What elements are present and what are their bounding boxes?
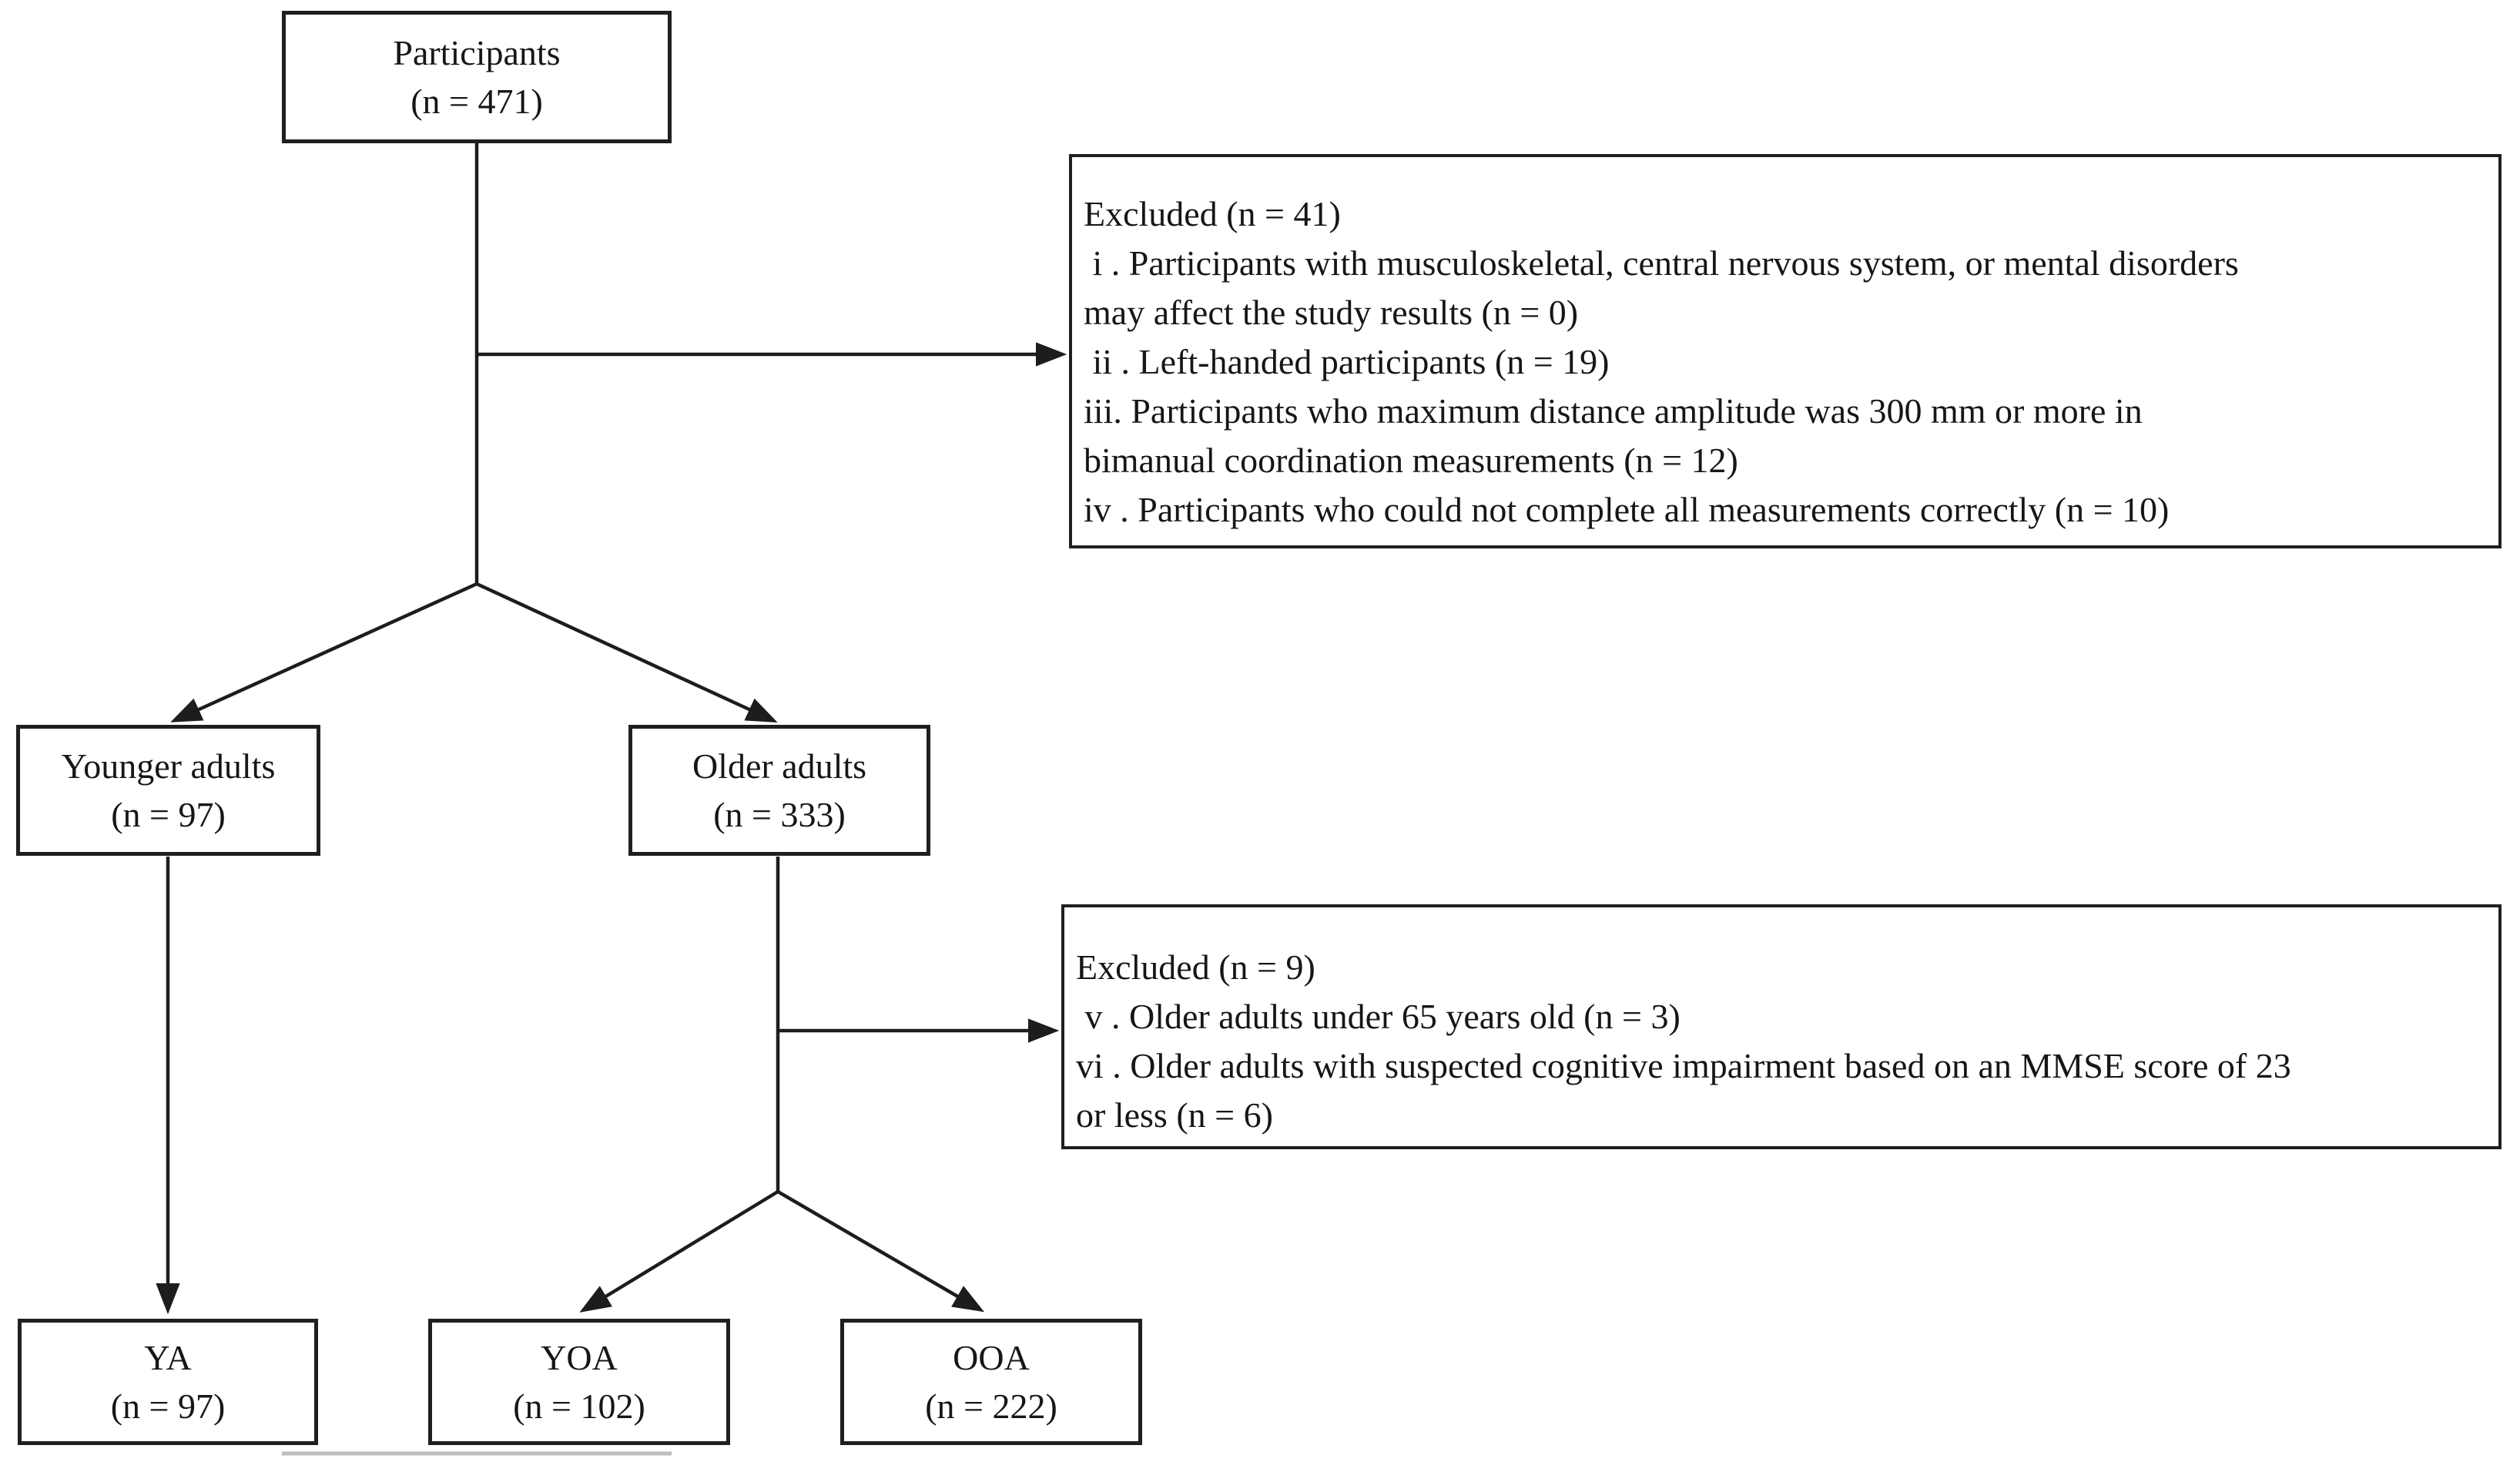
node-participants: Participants (n = 471) xyxy=(282,11,672,143)
node-yoa: YOA (n = 102) xyxy=(428,1319,730,1445)
node-ya: YA (n = 97) xyxy=(18,1319,318,1445)
arrow-split-to-older-adults xyxy=(476,582,778,723)
node-label: Participants xyxy=(393,33,561,72)
node-count: (n = 222) xyxy=(925,1387,1057,1426)
node-label: YOA xyxy=(541,1338,618,1377)
exclusion-line: may affect the study results (n = 0) xyxy=(1084,293,1579,332)
node-label: OOA xyxy=(953,1338,1030,1377)
node-count: (n = 471) xyxy=(411,82,543,121)
node-label: YA xyxy=(144,1338,192,1377)
exclusion-line: bimanual coordination measurements (n = … xyxy=(1084,441,1738,480)
exclusion-line: iii. Participants who maximum distance a… xyxy=(1084,391,2143,431)
node-label: Younger adults xyxy=(61,746,276,786)
exclusion-line: v . Older adults under 65 years old (n =… xyxy=(1076,997,1681,1036)
exclusion-line: vi . Older adults with suspected cogniti… xyxy=(1076,1046,2291,1085)
arrow-split-to-ooa xyxy=(776,1190,985,1313)
node-ooa: OOA (n = 222) xyxy=(840,1319,1142,1445)
exclusion-line: iv . Participants who could not complete… xyxy=(1084,490,2170,529)
node-count: (n = 102) xyxy=(513,1387,645,1426)
arrow-split-to-yoa xyxy=(579,1190,779,1313)
node-older-adults: Older adults (n = 333) xyxy=(628,725,930,856)
exclusion-line: or less (n = 6) xyxy=(1076,1095,1273,1135)
exclusion-line: ii . Left-handed participants (n = 19) xyxy=(1084,342,1610,381)
node-count: (n = 97) xyxy=(110,1387,226,1426)
exclusion-line: i . Participants with musculoskeletal, c… xyxy=(1084,243,2239,283)
exclusion-line: Excluded (n = 41) xyxy=(1084,194,1341,233)
node-count: (n = 97) xyxy=(111,795,226,834)
exclusion-line: Excluded (n = 9) xyxy=(1076,947,1315,987)
exclusions-box-1: Excluded (n = 41) i . Participants with … xyxy=(1069,154,2502,548)
node-label: Older adults xyxy=(692,746,867,786)
exclusions-box-2: Excluded (n = 9) v . Older adults under … xyxy=(1061,904,2502,1149)
node-count: (n = 333) xyxy=(713,795,846,834)
node-younger-adults: Younger adults (n = 97) xyxy=(16,725,320,856)
arrow-split-to-younger-adults xyxy=(170,582,478,723)
